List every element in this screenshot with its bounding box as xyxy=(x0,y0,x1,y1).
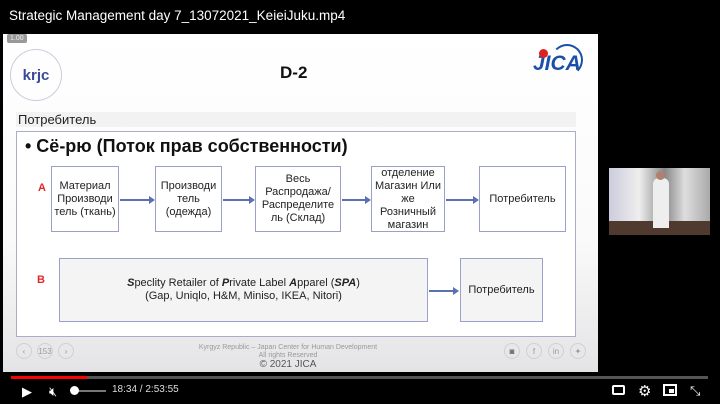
arrow-icon xyxy=(342,196,371,204)
slide-code: D-2 xyxy=(280,63,308,82)
copyright: © 2021 JICA xyxy=(259,359,317,370)
slide-footer: ‹ 153 › Kyrgyz Republic – Japan Center f… xyxy=(3,334,598,372)
arrow-icon xyxy=(429,287,459,295)
speed-badge: 1.00 xyxy=(7,34,27,43)
time-display: 18:34 / 2:53:55 xyxy=(112,384,179,395)
flow-box: Весь Распродажа/ Распределите ль (Склад) xyxy=(255,166,341,232)
progress-fill xyxy=(11,376,87,379)
miniplayer-icon[interactable] xyxy=(663,384,677,396)
subtitles-icon[interactable] xyxy=(612,385,625,395)
muted-volume-icon[interactable]: 🔇︎ xyxy=(49,384,58,399)
next-slide-icon: › xyxy=(58,343,74,359)
row-a-label: A xyxy=(38,182,46,194)
slide-bullet-title: • Сё-рю (Поток прав собственности) xyxy=(25,136,348,156)
window-title: Strategic Management day 7_13072021_Keie… xyxy=(9,8,346,23)
video-frame-slide[interactable]: 1.00 krjc D-2 JICA Потребитель • Сё-рю (… xyxy=(3,34,598,372)
page-number: 153 xyxy=(37,343,53,359)
twitter-icon: ✦ xyxy=(570,343,586,359)
instagram-icon: ◙ xyxy=(504,343,520,359)
flow-box: Материал Производи тель (ткань) xyxy=(51,166,119,232)
flow-box: Потребитель xyxy=(479,166,566,232)
arrow-icon xyxy=(120,196,155,204)
play-icon[interactable]: ▶ xyxy=(22,384,32,399)
content-box: • Сё-рю (Поток прав собственности) A Мат… xyxy=(16,131,576,337)
webcam-view xyxy=(609,168,710,235)
spa-box: Speclity Retailer of Private Label Appar… xyxy=(59,258,428,322)
arrow-icon xyxy=(223,196,255,204)
jica-logo: JICA xyxy=(533,44,583,76)
section-heading: Потребитель xyxy=(16,112,576,127)
footer-org: Kyrgyz Republic – Japan Center for Human… xyxy=(198,344,378,359)
spa-line2: (Gap, Uniqlo, H&M, Miniso, IKEA, Nitori) xyxy=(145,290,342,302)
progress-bar[interactable] xyxy=(11,376,708,379)
prev-slide-icon: ‹ xyxy=(16,343,32,359)
volume-slider[interactable] xyxy=(70,386,106,395)
linkedin-icon: in xyxy=(548,343,564,359)
spa-line1: Speclity Retailer of Private Label Appar… xyxy=(127,277,360,289)
exit-fullscreen-icon[interactable]: ⤡ xyxy=(690,383,701,398)
flow-box: Производи тель (одежда) xyxy=(155,166,222,232)
facebook-icon: f xyxy=(526,343,542,359)
krjc-logo: krjc xyxy=(10,49,62,101)
row-b-label: B xyxy=(37,274,45,286)
flow-box: Потребитель xyxy=(460,258,543,322)
settings-icon[interactable]: ⚙ xyxy=(638,383,652,400)
arrow-icon xyxy=(446,196,479,204)
flow-box: отделение Магазин Или же Розничный магаз… xyxy=(371,166,445,232)
